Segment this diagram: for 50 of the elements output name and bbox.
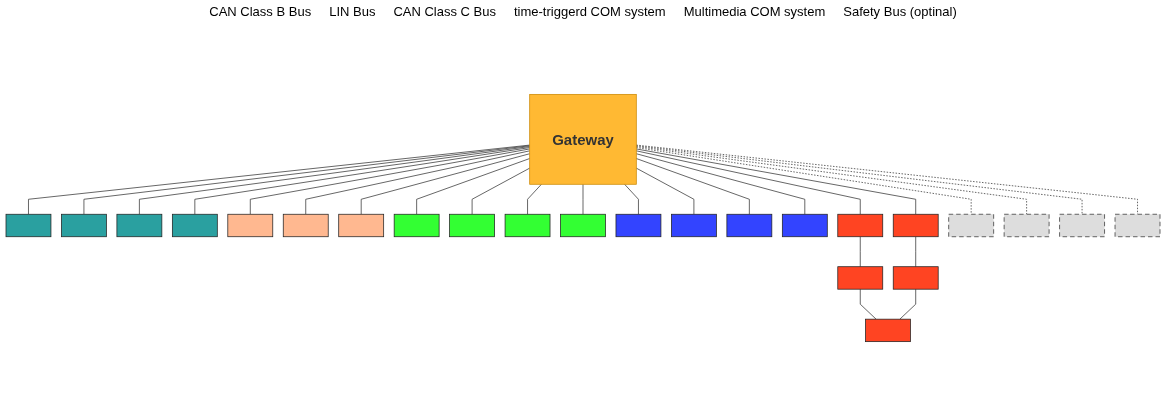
node-box xyxy=(171,213,218,238)
node-box xyxy=(865,318,911,342)
connector xyxy=(899,288,917,320)
connector xyxy=(635,158,750,215)
connector xyxy=(635,148,917,215)
node-box xyxy=(1059,213,1105,238)
connector xyxy=(194,147,531,215)
connector xyxy=(635,147,972,215)
connector xyxy=(360,153,531,215)
connector xyxy=(624,183,639,215)
connector xyxy=(915,236,917,268)
node-box xyxy=(338,213,385,238)
connector xyxy=(527,183,542,215)
node-box xyxy=(781,213,828,238)
connector xyxy=(635,150,861,215)
node-box xyxy=(837,266,884,290)
node-box xyxy=(449,213,495,238)
node-box xyxy=(1003,213,1050,238)
bus-label: CAN Class B Bus xyxy=(209,4,312,21)
node-box xyxy=(671,213,717,238)
node-box xyxy=(892,213,939,238)
connector xyxy=(582,183,584,215)
connector xyxy=(305,150,531,215)
node-box xyxy=(116,213,163,238)
connector xyxy=(859,288,877,320)
node-box xyxy=(560,213,606,238)
node-box xyxy=(892,266,939,290)
node-box xyxy=(726,213,773,238)
bus-label: time-triggerd COM system xyxy=(514,4,666,21)
node-box xyxy=(948,213,995,238)
connector xyxy=(635,167,695,215)
node-box xyxy=(1114,213,1161,238)
node-box xyxy=(227,213,274,238)
node-box xyxy=(393,213,440,238)
node-box xyxy=(615,213,662,238)
bus-label: Safety Bus (optinal) xyxy=(843,4,957,21)
bus-label: CAN Class C Bus xyxy=(393,4,496,21)
connector xyxy=(635,153,806,215)
bus-label: LIN Bus xyxy=(329,4,376,21)
connector xyxy=(249,148,531,215)
node-box xyxy=(5,213,52,238)
connector xyxy=(859,236,861,268)
node-box xyxy=(504,213,551,238)
connector xyxy=(416,158,531,215)
bus-label: Multimedia COM system xyxy=(683,4,826,21)
node-box: Gateway xyxy=(529,94,637,185)
node-box xyxy=(837,213,884,238)
node-box xyxy=(282,213,329,238)
node-box xyxy=(61,213,107,238)
connector xyxy=(471,167,531,215)
